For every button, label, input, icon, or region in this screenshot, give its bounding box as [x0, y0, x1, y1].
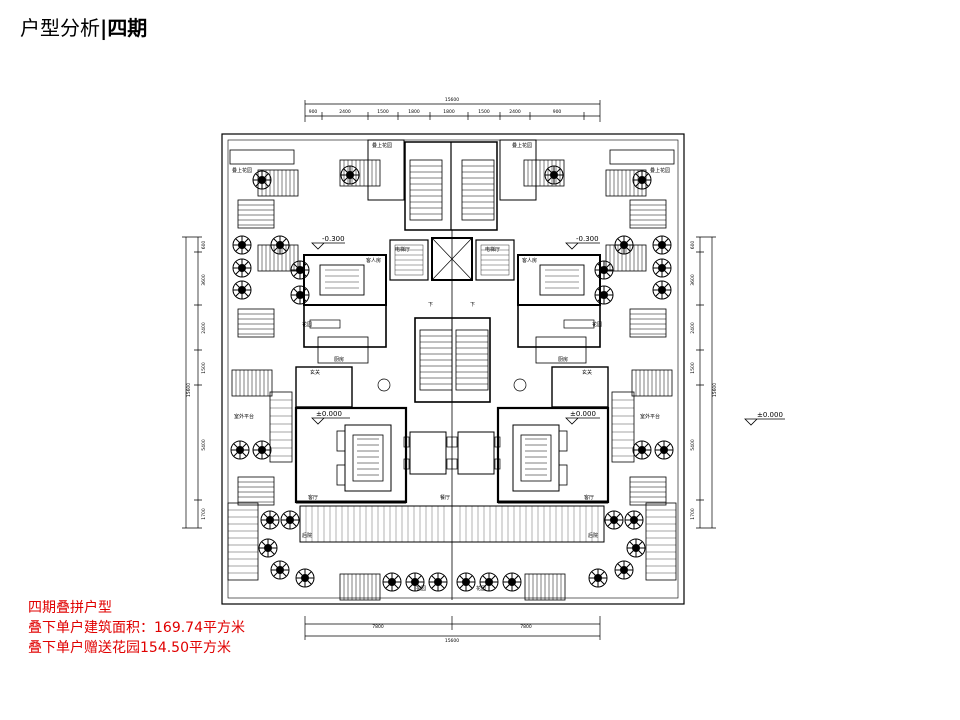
dim-bottom-total: 15600 [445, 638, 459, 644]
dim-right-total: 15600 [712, 383, 718, 397]
front-garden [299, 505, 605, 601]
room-living-right: 客厅 [584, 494, 594, 501]
dim-right-3: 1500 [690, 362, 696, 374]
dim-top-1: 2400 [339, 109, 351, 115]
room-bedroom-left: 客人房 [366, 257, 381, 264]
dim-top-4: 1800 [443, 109, 455, 115]
room-labels: 客人房 客人房 电梯厅 电梯厅 厨房 厨房 下 下 玄关 玄关 室外平台 室外平… [232, 142, 670, 592]
elev-main-left: ±0.000 [316, 410, 342, 418]
caption-line-2: 叠下单户建筑面积：169.74平方米 [28, 620, 245, 636]
room-kitchen-right: 厨房 [558, 356, 568, 363]
elev-outside: ±0.000 [757, 411, 783, 419]
caption-line-3: 叠下单户赠送花园154.50平方米 [28, 640, 231, 656]
room-bedroom-right: 客人房 [522, 257, 537, 264]
unit-caption: 四期叠拼户型 叠下单户建筑面积：169.74平方米 叠下单户赠送花园154.50… [28, 598, 245, 658]
elev-upper-right: -0.300 [576, 235, 599, 243]
room-entry-left: 玄关 [310, 369, 320, 376]
dim-left-1: 3600 [201, 274, 207, 286]
room-lift-hall-left: 电梯厅 [395, 246, 410, 253]
room-courtyard-right: 后院 [588, 532, 598, 539]
dim-left-0: 600 [201, 241, 207, 250]
site-boundary [221, 133, 685, 605]
dim-right-5: 1700 [690, 508, 696, 520]
page-title-main: 户型分析 [20, 16, 100, 40]
room-terrace-right: 室外平台 [640, 413, 660, 420]
dimension-labels: 15600 900 2400 1500 1800 1800 1500 2400 … [309, 97, 562, 644]
room-living-left: 客厅 [308, 494, 318, 501]
dim-right-2: 2400 [690, 322, 696, 334]
caption-line-1: 四期叠拼户型 [28, 600, 112, 616]
dim-left-2: 2400 [201, 322, 207, 334]
room-garden-top-left: 叠上花园 [372, 142, 392, 149]
dim-top-3: 1800 [408, 109, 420, 115]
dim-top-total: 15600 [445, 97, 459, 103]
central-core [389, 141, 515, 600]
dim-left-total: 15600 [186, 383, 192, 397]
page-title-sub: 四期 [107, 16, 148, 40]
room-stair-right: 下 [470, 302, 475, 308]
dim-top-0: 900 [309, 109, 318, 115]
dimensions [182, 100, 716, 640]
room-side-right: 花园 [592, 321, 602, 328]
dim-top-5: 1500 [478, 109, 490, 115]
room-dining-center: 餐厅 [440, 494, 450, 501]
dim-left-5: 1700 [201, 508, 207, 520]
dim-right-4: 5400 [690, 439, 696, 451]
elev-upper-left: -0.300 [322, 235, 345, 243]
room-entry-right: 玄关 [582, 369, 592, 376]
room-kitchen-left: 厨房 [334, 356, 344, 363]
dimension-labels-vertical: 15600 600 3600 2400 1500 5400 1700 15600… [186, 241, 718, 520]
room-lift-hall-right: 电梯厅 [485, 246, 500, 253]
room-stair-left: 下 [428, 302, 433, 308]
page-title-separator: | [100, 16, 108, 40]
room-garden-top-right: 叠上花园 [512, 142, 532, 149]
page-title: 户型分析|四期 [20, 12, 147, 41]
dim-left-3: 1500 [201, 362, 207, 374]
elevation-labels: -0.300 -0.300 ±0.000 ±0.000 ±0.000 [316, 235, 783, 419]
room-front-garden-left: 花园 [416, 585, 426, 592]
dim-top-6: 2400 [509, 109, 521, 115]
dim-bottom-1: 7800 [520, 624, 532, 630]
elev-main-right: ±0.000 [570, 410, 596, 418]
room-light-well-right: 叠上花园 [650, 167, 670, 174]
dim-left-4: 5400 [201, 439, 207, 451]
dim-top-7: 900 [553, 109, 562, 115]
dim-bottom-0: 7800 [372, 624, 384, 630]
room-terrace-left: 室外平台 [234, 413, 254, 420]
dim-right-1: 3600 [690, 274, 696, 286]
elevation-markers [311, 242, 785, 426]
unit-left [227, 139, 453, 581]
room-front-garden-right: 花园 [476, 585, 486, 592]
room-side-left: 花园 [302, 321, 312, 328]
room-light-well-left: 叠上花园 [232, 167, 252, 174]
unit-right [451, 139, 677, 581]
dim-top-2: 1500 [377, 109, 389, 115]
room-courtyard-left: 后院 [302, 532, 312, 539]
dim-right-0: 600 [690, 241, 696, 250]
